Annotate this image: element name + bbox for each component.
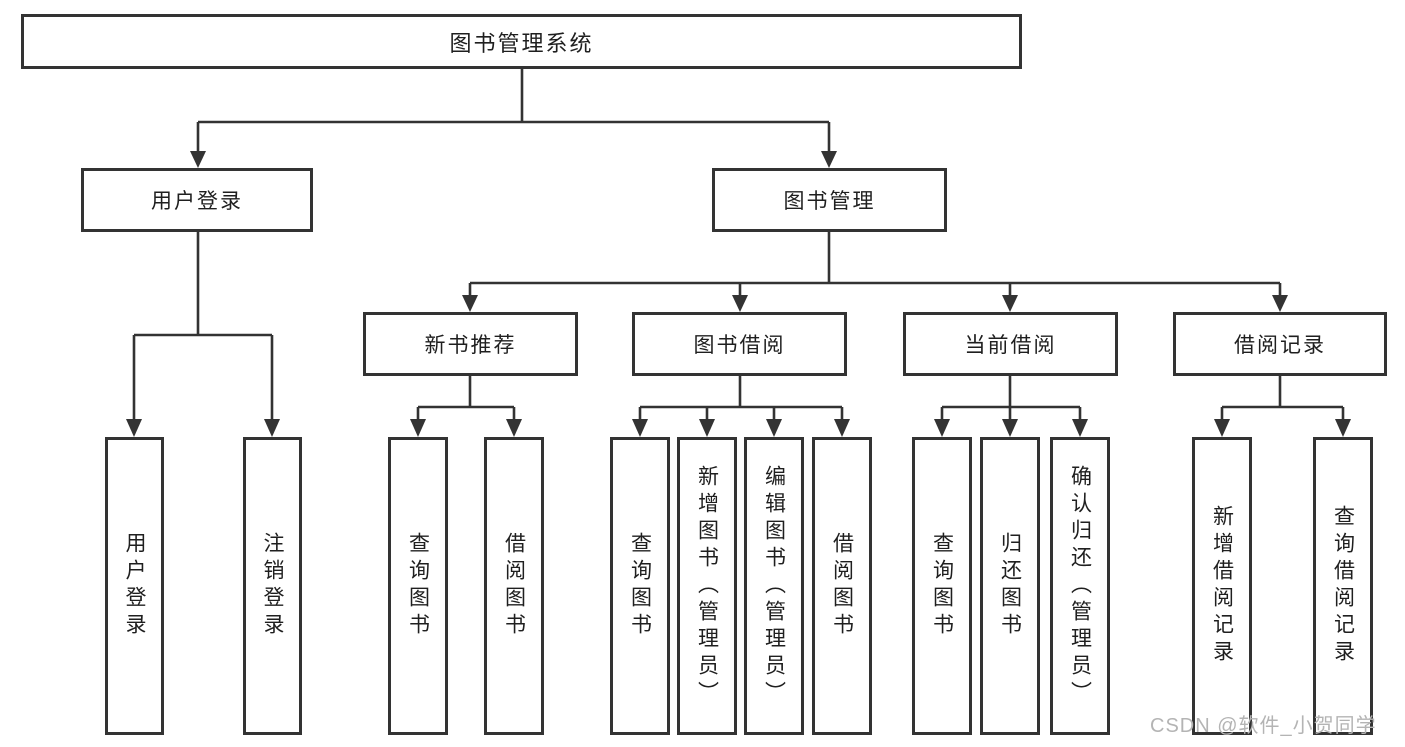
arrowhead	[190, 151, 206, 168]
leaf-label: 查询图书	[930, 532, 954, 640]
arrowhead	[699, 419, 715, 437]
arrowhead	[410, 419, 426, 437]
leaf-add-borrow-record: 新增借阅记录	[1192, 437, 1252, 735]
edge-book-borrowing-to-leaves	[632, 376, 850, 437]
node-book-management: 图书管理	[712, 168, 947, 232]
leaf-label: 借阅图书	[830, 532, 854, 640]
arrowhead	[1002, 419, 1018, 437]
leaf-query-books-recommendation: 查询图书	[388, 437, 448, 735]
arrowhead	[264, 419, 280, 437]
leaf-label: 新增图书（管理员）	[695, 464, 719, 708]
leaf-edit-books-admin: 编辑图书（管理员）	[744, 437, 804, 735]
arrowhead	[834, 419, 850, 437]
leaf-label: 注销登录	[261, 532, 284, 640]
arrowhead	[1002, 295, 1018, 312]
arrowhead	[1214, 419, 1230, 437]
leaf-label: 查询图书	[406, 532, 430, 640]
arrowhead	[462, 295, 478, 312]
leaf-label: 查询借阅记录	[1331, 505, 1355, 667]
edge-new-book-recommendation-to-leaves	[410, 376, 522, 437]
csdn-watermark: CSDN @软件_小贺同学	[1150, 715, 1377, 737]
leaf-return-books: 归还图书	[980, 437, 1040, 735]
edge-borrowing-records-to-leaves	[1214, 376, 1351, 437]
node-book-borrowing: 图书借阅	[632, 312, 847, 376]
arrowhead	[766, 419, 782, 437]
leaf-query-books-current: 查询图书	[912, 437, 972, 735]
leaf-query-books-borrowing: 查询图书	[610, 437, 670, 735]
arrowhead	[1272, 295, 1288, 312]
arrowhead	[1335, 419, 1351, 437]
arrowhead	[821, 151, 837, 168]
arrowhead	[1072, 419, 1088, 437]
arrowhead	[732, 295, 748, 312]
node-library-management-system: 图书管理系统	[21, 14, 1022, 69]
node-current-borrowing: 当前借阅	[903, 312, 1118, 376]
arrowhead	[934, 419, 950, 437]
leaf-confirm-return-admin: 确认归还（管理员）	[1050, 437, 1110, 735]
node-user-login: 用户登录	[81, 168, 313, 232]
leaf-label: 归还图书	[998, 532, 1022, 640]
leaf-label: 用户登录	[123, 532, 146, 640]
arrowhead	[632, 419, 648, 437]
arrowhead	[126, 419, 142, 437]
edge-book-management-to-level3	[462, 232, 1288, 312]
leaf-add-books-admin: 新增图书（管理员）	[677, 437, 737, 735]
leaf-label: 新增借阅记录	[1210, 505, 1234, 667]
node-borrowing-records: 借阅记录	[1173, 312, 1387, 376]
edge-user-login-to-leaves	[126, 232, 280, 437]
leaf-label: 查询图书	[628, 532, 652, 640]
leaf-user-login: 用户登录	[105, 437, 164, 735]
arrowhead	[506, 419, 522, 437]
leaf-logout: 注销登录	[243, 437, 302, 735]
leaf-borrow-books: 借阅图书	[812, 437, 872, 735]
leaf-label: 编辑图书（管理员）	[762, 464, 786, 708]
node-new-book-recommendation: 新书推荐	[363, 312, 578, 376]
leaf-query-borrow-record: 查询借阅记录	[1313, 437, 1373, 735]
leaf-label: 确认归还（管理员）	[1068, 464, 1092, 708]
leaf-borrow-books-recommendation: 借阅图书	[484, 437, 544, 735]
edge-root-to-level2	[190, 69, 837, 168]
edge-current-borrowing-to-leaves	[934, 376, 1088, 437]
leaf-label: 借阅图书	[502, 532, 526, 640]
